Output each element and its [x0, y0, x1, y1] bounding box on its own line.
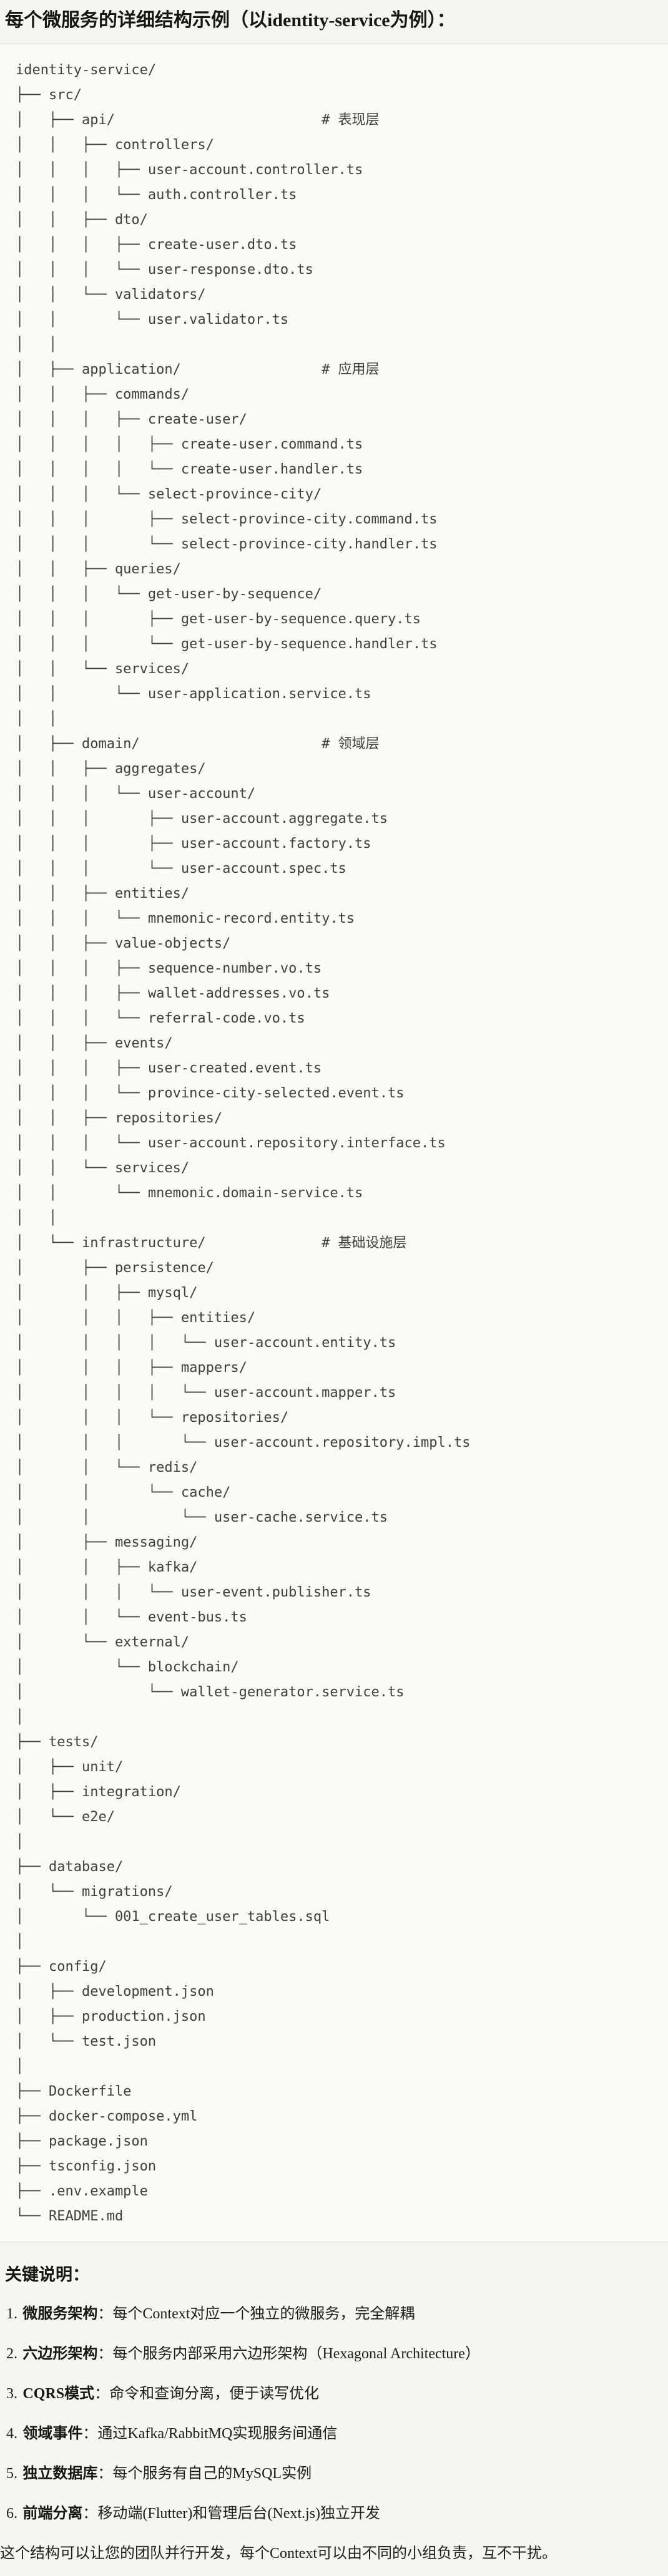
note-number: 1.: [6, 2305, 17, 2322]
note-number: 5.: [6, 2465, 17, 2482]
note-term: 前端分离: [22, 2505, 83, 2522]
note-term: 微服务架构: [22, 2305, 98, 2322]
closing-paragraph: 这个结构可以让您的团队并行开发，每个Context可以由不同的小组负责，互不干扰…: [0, 2545, 557, 2562]
note-item-1: 1. 微服务架构：每个Context对应一个独立的微服务，完全解耦: [6, 2305, 668, 2323]
page-title: 每个微服务的详细结构示例（以identity-service为例）：: [5, 10, 456, 31]
note-description: ：移动端(Flutter)和管理后台(Next.js)独立开发: [82, 2505, 381, 2522]
note-term: 独立数据库: [22, 2465, 98, 2482]
note-number: 2.: [6, 2345, 17, 2362]
note-number: 4.: [6, 2425, 17, 2442]
note-term: 六边形架构: [22, 2345, 98, 2362]
note-item-6: 6. 前端分离：移动端(Flutter)和管理后台(Next.js)独立开发: [6, 2504, 668, 2523]
key-notes-heading: 关键说明：: [5, 2265, 89, 2284]
key-notes-section: 关键说明： 1. 微服务架构：每个Context对应一个独立的微服务，完全解耦 2…: [0, 2265, 668, 2576]
note-item-4: 4. 领域事件：通过Kafka/RabbitMQ实现服务间通信: [6, 2424, 668, 2443]
note-description: ：命令和查询分离，便于读写优化: [94, 2385, 320, 2402]
note-item-2: 2. 六边形架构：每个服务内部采用六边形架构（Hexagonal Architec…: [6, 2345, 668, 2363]
note-item-3: 3. CQRS模式：命令和查询分离，便于读写优化: [6, 2384, 668, 2403]
note-number: 3.: [6, 2385, 17, 2402]
code-block: identity-service/ ├── src/ │ ├── api/ # …: [0, 44, 668, 2242]
note-description: ：每个服务有自己的MySQL实例: [97, 2465, 312, 2482]
note-description: ：每个服务内部采用六边形架构（Hexagonal Architecture）: [97, 2345, 480, 2362]
note-number: 6.: [6, 2505, 17, 2522]
note-description: ：通过Kafka/RabbitMQ实现服务间通信: [82, 2425, 338, 2442]
note-description: ：每个Context对应一个独立的微服务，完全解耦: [97, 2305, 415, 2322]
note-term: 领域事件: [22, 2425, 83, 2442]
directory-tree: identity-service/ ├── src/ │ ├── api/ # …: [16, 62, 471, 2224]
document-page: 每个微服务的详细结构示例（以identity-service为例）： ident…: [0, 7, 668, 2576]
note-item-5: 5. 独立数据库：每个服务有自己的MySQL实例: [6, 2464, 668, 2483]
note-term: CQRS模式: [22, 2385, 95, 2402]
